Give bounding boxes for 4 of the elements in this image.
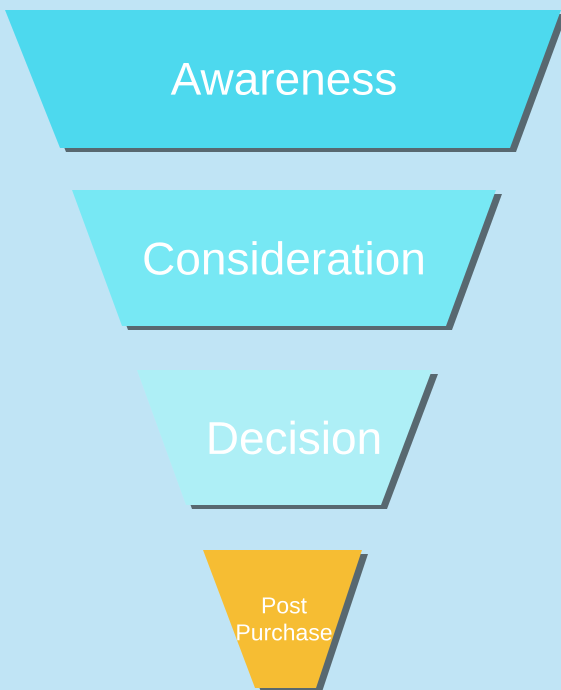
funnel-stage: Decision — [137, 370, 438, 509]
funnel-stage: Consideration — [72, 190, 502, 330]
funnel-stage: Post Purchase — [203, 550, 368, 690]
funnel-stage: Awareness — [5, 10, 561, 152]
